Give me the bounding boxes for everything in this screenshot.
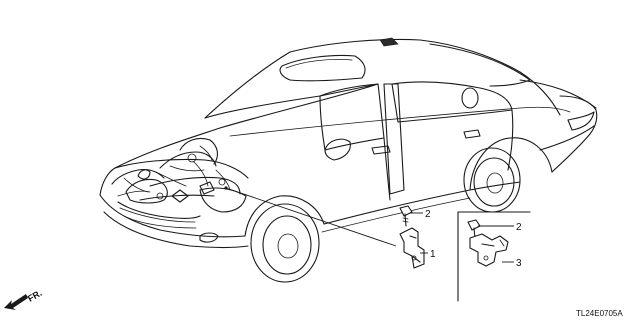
- callouts: 2 1 2 3: [410, 209, 522, 269]
- part-group-a: [399, 205, 425, 269]
- direction-label: FR.: [26, 288, 44, 304]
- callout-2b-label: 2: [516, 222, 522, 233]
- engine-wire-harness: [111, 137, 241, 204]
- leader-line-car: [225, 187, 397, 247]
- diagram-code: TL24E0705A: [576, 309, 623, 318]
- callout-1-label: 1: [430, 249, 436, 260]
- front-direction-arrow: FR.: [4, 288, 44, 310]
- callout-2a-label: 2: [425, 209, 431, 220]
- leader-dot: [224, 186, 228, 190]
- inset-detail-box: [457, 211, 531, 302]
- callout-3-label: 3: [516, 258, 522, 269]
- front-arrow-icon: [4, 294, 28, 310]
- car-illustration: [99, 37, 598, 283]
